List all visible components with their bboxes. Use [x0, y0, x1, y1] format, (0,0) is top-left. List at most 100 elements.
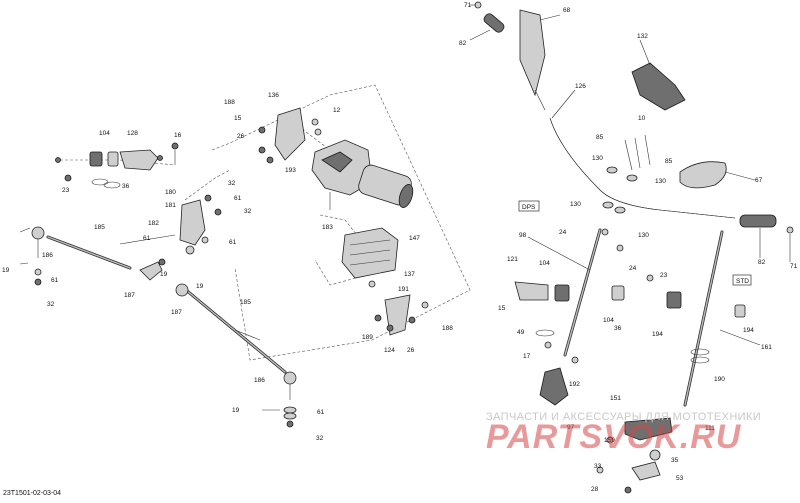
- callout: 188: [224, 99, 235, 106]
- handlebar-group: [474, 1, 794, 234]
- callout: 15: [234, 115, 242, 122]
- callout: 111: [705, 425, 715, 432]
- callout: 32: [316, 435, 324, 442]
- dps-tag-text: DPS: [522, 204, 536, 211]
- lower-arm-151: [624, 417, 673, 441]
- callout: 124: [384, 347, 395, 354]
- callout: 67: [755, 177, 763, 184]
- ring-36b: [91, 178, 109, 186]
- callout: 98: [519, 232, 527, 239]
- callout: 187: [171, 309, 182, 316]
- callout: 32: [244, 208, 252, 215]
- callout: 49: [517, 329, 525, 336]
- cover-132: [631, 62, 686, 111]
- callout: 26: [237, 133, 245, 140]
- callout: 19: [196, 283, 204, 290]
- callout: 32: [47, 301, 55, 308]
- callout: 24: [559, 229, 567, 236]
- callout: 82: [758, 259, 766, 266]
- callout: 190: [714, 376, 725, 383]
- bushing-104b: [107, 151, 119, 167]
- callout: 188: [442, 325, 453, 332]
- callout: 104: [539, 260, 550, 267]
- callout: 130: [592, 155, 603, 162]
- callout: 33: [594, 463, 602, 470]
- callout: 130: [655, 178, 666, 185]
- callout: 151: [610, 395, 621, 402]
- pitman-arm-180: [179, 199, 206, 246]
- std-tag-text: STD: [736, 278, 749, 285]
- callout: 61: [234, 195, 242, 202]
- dps-tag: DPS: [518, 200, 540, 212]
- callout: 194: [743, 327, 754, 334]
- bushing-104: [89, 151, 103, 167]
- callout: 19: [2, 267, 10, 274]
- mirror-68: [519, 9, 546, 97]
- tie-rod-end-186b: [283, 371, 297, 385]
- shield-137: [341, 227, 399, 279]
- tie-rod-end-187: [175, 283, 189, 297]
- grip-82a: [483, 13, 505, 33]
- callout: 121: [507, 256, 518, 263]
- left-tie-rod-group: [19, 226, 166, 286]
- callout: 128: [127, 130, 138, 137]
- callout: 32: [228, 180, 236, 187]
- callout: 132: [637, 33, 648, 40]
- callout: 186: [254, 377, 265, 384]
- bracket-121: [514, 281, 549, 301]
- callout: 85: [596, 134, 604, 141]
- callout: 97: [567, 424, 575, 431]
- callout: 182: [148, 220, 159, 227]
- shield-group: [341, 227, 429, 336]
- callout: 189: [362, 334, 373, 341]
- callout: 61: [317, 409, 325, 416]
- steering-column-group: [514, 228, 746, 494]
- callout: 85: [665, 158, 673, 165]
- bracket-128: [119, 149, 159, 171]
- callout: 10: [638, 115, 646, 122]
- leader-lines: [119, 4, 791, 346]
- std-tag: STD: [732, 274, 752, 286]
- callout: 53: [676, 475, 684, 482]
- callout: 180: [165, 189, 176, 196]
- callout: 191: [398, 286, 409, 293]
- callout: 26: [407, 347, 415, 354]
- callout: 137: [404, 271, 415, 278]
- callout: 71: [464, 2, 472, 9]
- callout: 187: [124, 292, 135, 299]
- pitman-arm-group: [179, 194, 222, 255]
- callout-labels: 71 68 82 132 126 10 85 85 130 130 130 13…: [2, 2, 798, 493]
- callout: 71: [790, 263, 798, 270]
- callout: 161: [761, 344, 772, 351]
- callout: 104: [99, 130, 110, 137]
- power-steering-unit: [258, 107, 414, 210]
- watermark-logo: PARTSVOK.RU: [486, 418, 742, 456]
- callout: 28: [591, 486, 599, 493]
- callout: 16: [174, 132, 182, 139]
- callout: 24: [629, 265, 637, 272]
- callout: 186: [42, 252, 53, 259]
- callout: 23: [62, 187, 70, 194]
- callout: 35: [671, 457, 679, 464]
- callout: 130: [638, 232, 649, 239]
- watermark-caption: ЗАПЧАСТИ И АКСЕССУАРЫ ДЛЯ МОТОТЕХНИКИ: [486, 411, 762, 423]
- callout: 12: [333, 107, 341, 114]
- tie-rod-end-186: [31, 226, 45, 240]
- callout: 61: [143, 235, 151, 242]
- callout: 193: [285, 167, 296, 174]
- bushing-104c: [554, 284, 570, 302]
- callout: 183: [322, 224, 333, 231]
- upper-left-bushing-group: [55, 142, 179, 189]
- callout: 15: [498, 305, 506, 312]
- callout: 36: [614, 325, 622, 332]
- callout: 126: [575, 83, 586, 90]
- nut-32b: [286, 420, 294, 428]
- callout: 159: [604, 437, 615, 444]
- callout: 68: [563, 7, 571, 14]
- callout: 19: [160, 271, 168, 278]
- boot-97: [539, 367, 569, 406]
- cotter-pin-19: [19, 227, 31, 265]
- ring-36: [103, 181, 121, 189]
- callout: 19: [232, 407, 240, 414]
